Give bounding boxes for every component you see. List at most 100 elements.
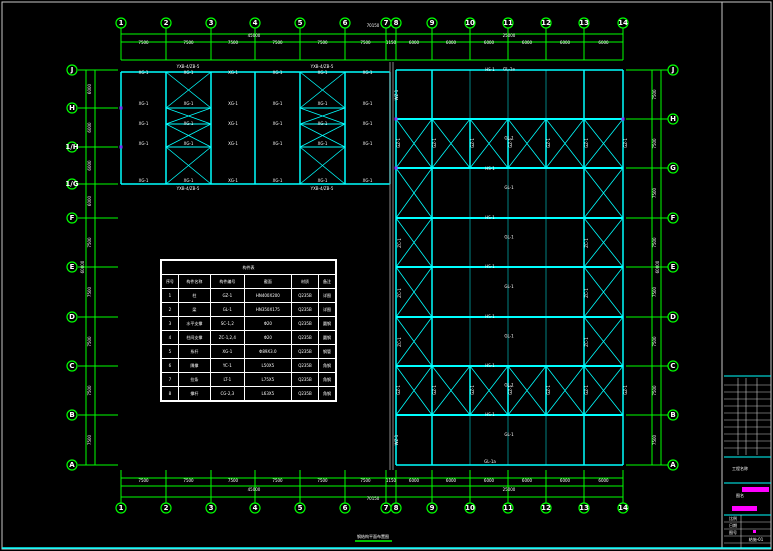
row-axis-bubble xyxy=(66,64,78,76)
bay-dim: 7500 xyxy=(360,40,371,45)
member-label: XG-1 xyxy=(139,70,149,75)
member-label: XG-1 xyxy=(184,70,194,75)
table-cell: L63X5 xyxy=(243,386,292,401)
row-dim: 7500 xyxy=(652,286,657,297)
drawing-title: 钢结构平面布置图 xyxy=(357,533,389,539)
table-cell: 柱 xyxy=(177,288,211,303)
row-axis-label: A xyxy=(670,461,676,469)
table-cell: 隅撑 xyxy=(177,358,211,373)
column-label: GZ-1 xyxy=(470,138,475,148)
beam-label: GL-1 xyxy=(504,185,514,190)
column-label: GZ-1 xyxy=(508,385,513,395)
column-axis-label: 12 xyxy=(541,19,551,27)
column-axis-bubble xyxy=(502,17,514,29)
table-cell: HN400X200 xyxy=(243,288,292,303)
bay-dim: 1150 xyxy=(386,40,397,45)
table-cell: YC-1 xyxy=(209,358,245,373)
row-dim: 6000 xyxy=(87,160,92,171)
table-cell: L50X5 xyxy=(243,358,292,373)
bay-dim: 6000 xyxy=(560,478,571,483)
row-dim: 7500 xyxy=(652,385,657,396)
row-dim: 7500 xyxy=(652,89,657,100)
column-axis-label: 10 xyxy=(465,19,475,27)
table-cell: GZ-1 xyxy=(209,288,245,303)
row-axis-label: H xyxy=(670,115,676,123)
column-axis-label: 13 xyxy=(579,504,589,512)
column-axis-label: 10 xyxy=(465,504,475,512)
column-axis-label: 9 xyxy=(430,504,435,512)
table-cell: 拉条 xyxy=(177,372,211,387)
table-cell: 6 xyxy=(161,358,179,373)
column-label: WZ-1 xyxy=(394,434,399,445)
row-dim: 7500 xyxy=(652,138,657,149)
row-dim: 7500 xyxy=(652,187,657,198)
bay-dim: 6000 xyxy=(409,40,420,45)
column-axis-bubble xyxy=(578,17,590,29)
table-cell: 钢管 xyxy=(318,344,336,359)
row-axis-bubble xyxy=(667,311,679,323)
title-block-highlight xyxy=(742,487,769,492)
table-cell: 角钢 xyxy=(318,386,336,401)
right-dim: 25000 xyxy=(503,487,516,492)
column-axis-bubble xyxy=(617,502,629,514)
member-label: XG-1 xyxy=(139,178,149,183)
row-dim: 6000 xyxy=(87,83,92,94)
member-label: XG-1 xyxy=(318,178,328,183)
row-dim: 7500 xyxy=(652,237,657,248)
table-cell: GL-1 xyxy=(209,302,245,317)
row-axis-label: J xyxy=(671,66,675,74)
row-axis-label: 1/H xyxy=(65,143,78,151)
row-dim: 6000 xyxy=(87,195,92,206)
row-axis-bubble xyxy=(667,261,679,273)
row-axis-label: E xyxy=(70,263,75,271)
member-label: XG-1 xyxy=(139,121,149,126)
beam-label: GL-1a xyxy=(503,67,515,72)
member-label: YXB-4/ZB-5 xyxy=(176,64,200,69)
table-header: 构件编号 xyxy=(209,274,245,289)
column-axis-bubble xyxy=(160,502,172,514)
beam-label: GL-1 xyxy=(504,136,514,141)
cross-brace xyxy=(395,365,433,416)
row-dim: 7500 xyxy=(652,434,657,445)
member-label: XG-1 xyxy=(228,178,238,183)
column-axis-bubble xyxy=(339,502,351,514)
row-axis-bubble xyxy=(667,64,679,76)
row-axis-bubble xyxy=(66,409,78,421)
column-axis-bubble xyxy=(294,17,306,29)
bay-dim: 6000 xyxy=(560,40,571,45)
column-axis-label: 1 xyxy=(119,504,124,512)
column-axis-label: 2 xyxy=(164,19,169,27)
column-axis-bubble xyxy=(540,17,552,29)
row-dim: 7500 xyxy=(652,336,657,347)
column-axis-label: 8 xyxy=(394,504,399,512)
column-axis-bubble xyxy=(205,502,217,514)
column-label: GZ-1 xyxy=(546,385,551,395)
cross-brace xyxy=(299,107,346,125)
title-block-scale: 比例 xyxy=(729,515,737,521)
bay-dim: 6000 xyxy=(446,40,457,45)
cross-brace xyxy=(395,316,433,367)
member-label: XG-1 xyxy=(318,101,328,106)
member-label: XG-1 xyxy=(228,121,238,126)
table-cell: ZC-1,2,4 xyxy=(209,330,245,345)
cross-brace xyxy=(507,365,547,416)
row-axis-label: C xyxy=(69,362,74,370)
joint-marker xyxy=(394,166,398,170)
table-cell: 8 xyxy=(161,386,179,401)
member-label: XG-1 xyxy=(228,141,238,146)
table-cell: Φ20 xyxy=(243,316,292,331)
column-label: WZ-1 xyxy=(394,89,399,100)
beam-label: GL-1 xyxy=(504,235,514,240)
member-label: XG-1 xyxy=(184,178,194,183)
row-dim: 7500 xyxy=(87,237,92,248)
member-label: XG-1 xyxy=(273,101,283,106)
cross-brace xyxy=(469,365,509,416)
title-block-sheet: 结施-01 xyxy=(749,536,764,542)
cross-brace xyxy=(395,217,433,268)
member-label: YXB-4/ZB-5 xyxy=(310,186,334,191)
table-cell: SC-1,2 xyxy=(209,316,245,331)
column-axis-bubble xyxy=(339,17,351,29)
row-dim: 7500 xyxy=(87,286,92,297)
